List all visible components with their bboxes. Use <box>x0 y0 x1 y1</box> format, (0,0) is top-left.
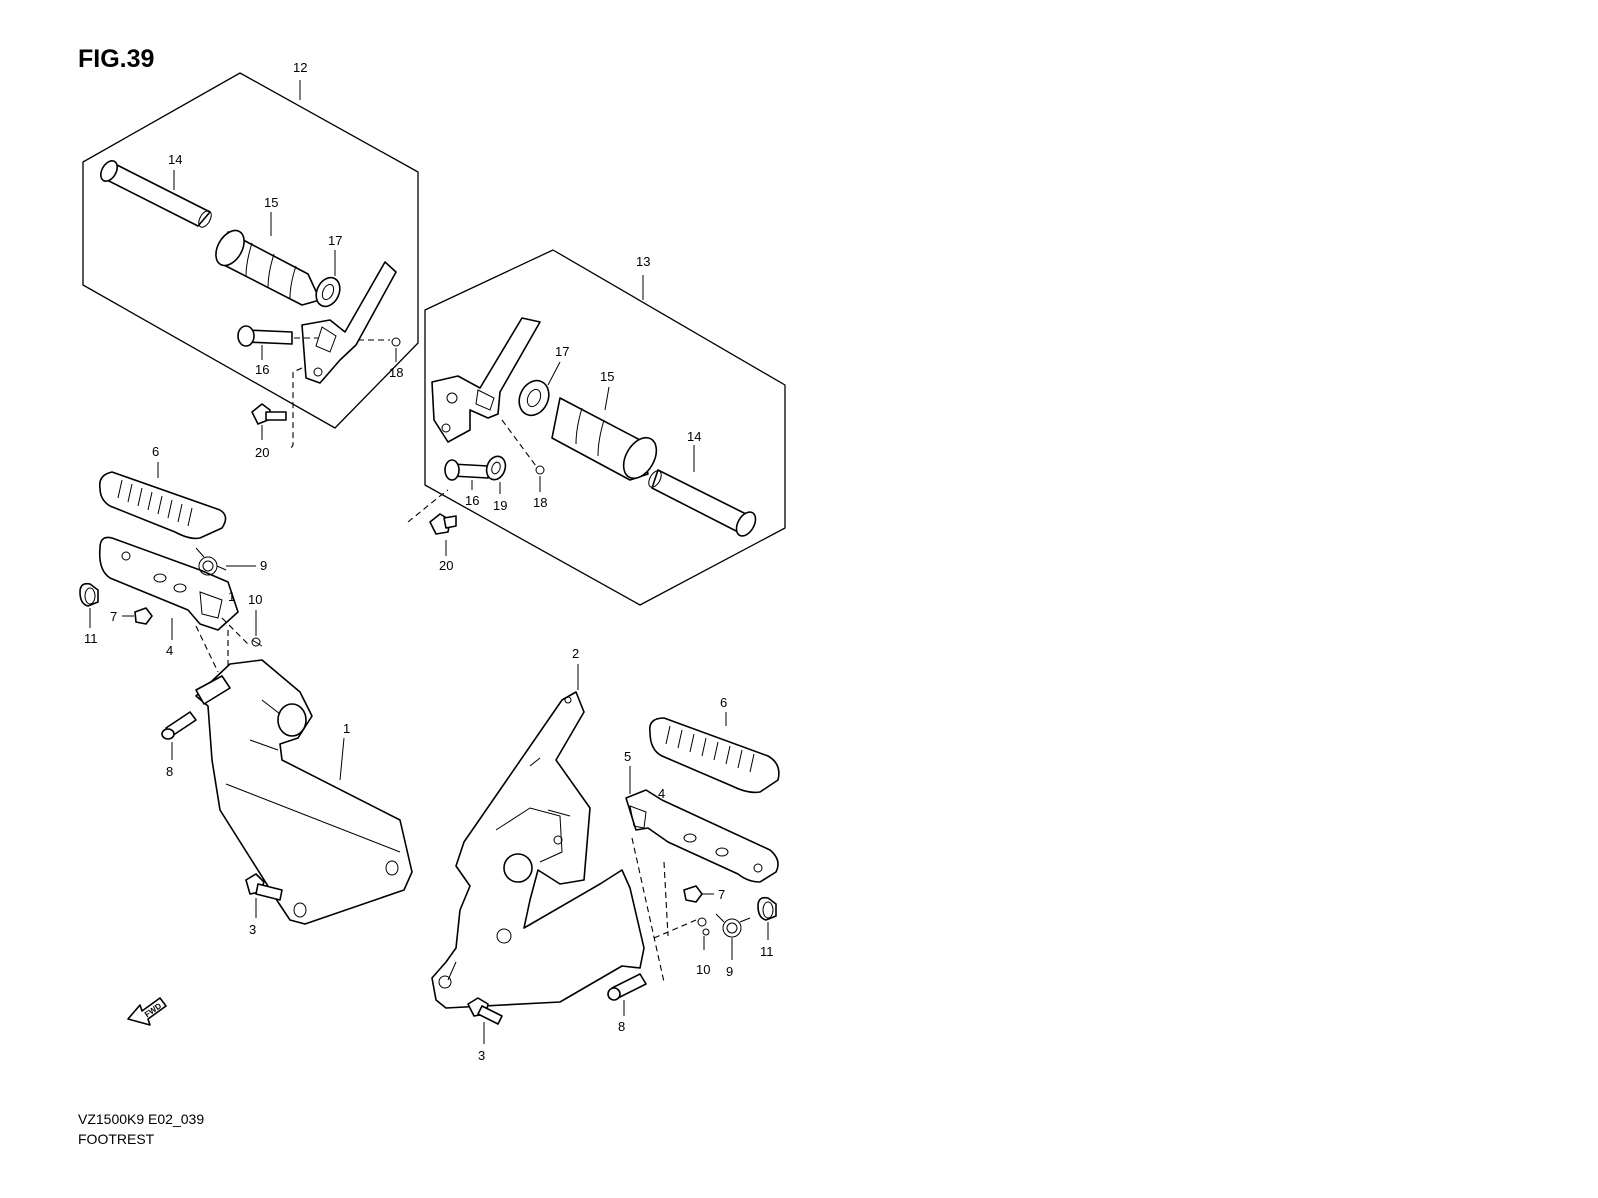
bolt-20a: 20 <box>251 367 303 460</box>
footrest-bracket-1: 1 <box>195 659 413 925</box>
callout-19: 19 <box>493 498 507 513</box>
clevis-pin-16b: 16 <box>444 459 489 508</box>
footrest-rubber-15a: 15 <box>215 195 321 306</box>
clevis-pin-8a: 8 <box>161 711 197 779</box>
clevis-pin-16a: 16 <box>237 325 318 377</box>
nut-7b: 7 <box>683 885 725 903</box>
callout-15a: 15 <box>264 195 278 210</box>
callout-14a: 14 <box>168 152 182 167</box>
bolt-3a: 3 <box>245 873 283 937</box>
callout-3b: 3 <box>478 1048 485 1063</box>
callout-13: 13 <box>636 254 650 269</box>
callout-16a: 16 <box>255 362 269 377</box>
figure-title: FIG.39 <box>78 45 154 73</box>
footrest-pin-14b: 14 <box>648 429 757 537</box>
callout-6a: 6 <box>152 444 159 459</box>
callout-7a: 7 <box>110 609 117 624</box>
footrest-bracket-2: 2 <box>431 646 645 1009</box>
footrest-bracket-13 <box>431 317 541 443</box>
callout-5: 5 <box>624 749 631 764</box>
callout-20a: 20 <box>255 445 269 460</box>
callout-8a: 8 <box>166 764 173 779</box>
callout-4-small: 4 <box>658 786 665 801</box>
callout-14b: 14 <box>687 429 701 444</box>
nut-7a: 7 <box>110 607 153 625</box>
assembly-box-13: 13 <box>424 249 786 606</box>
callout-15b: 15 <box>600 369 614 384</box>
callout-17a: 17 <box>328 233 342 248</box>
fwd-arrow-icon: FWD <box>127 997 167 1026</box>
callout-3a: 3 <box>249 922 256 937</box>
callout-20b: 20 <box>439 558 453 573</box>
clip-18a: 18 <box>358 337 403 380</box>
footrest-rubber-15b: 15 <box>551 369 658 481</box>
pin-10b: 10 <box>696 917 710 977</box>
callout-10b: 10 <box>696 962 710 977</box>
clip-18b: 18 <box>501 419 547 510</box>
assembly-box-12: 12 <box>82 60 419 429</box>
washer-17b: 17 <box>518 344 569 417</box>
bolt-20b: 20 <box>407 489 457 573</box>
footrest-bracket-12 <box>301 261 397 384</box>
footrest-pad-6b: 6 <box>648 695 780 794</box>
callout-11a: 11 <box>84 631 98 646</box>
callout-1-small: 1 <box>228 589 235 604</box>
callout-8b: 8 <box>618 1019 625 1034</box>
stopper-11b: 11 <box>757 896 777 959</box>
callout-18a: 18 <box>389 365 403 380</box>
callout-1: 1 <box>343 721 350 736</box>
callout-6b: 6 <box>720 695 727 710</box>
spring-9a: 9 <box>195 547 267 576</box>
footrest-arm-4: 4 <box>98 536 239 658</box>
washer-17a: 17 <box>315 233 342 308</box>
diagram-name: FOOTREST <box>78 1131 155 1147</box>
callout-17b: 17 <box>555 344 569 359</box>
callout-16b: 16 <box>465 493 479 508</box>
footrest-pad-6a: 6 <box>98 444 227 540</box>
callout-18b: 18 <box>533 495 547 510</box>
bolt-3b: 3 <box>467 997 503 1063</box>
callout-10a: 10 <box>248 592 262 607</box>
callout-9a: 9 <box>260 558 267 573</box>
diagram-code: VZ1500K9 E02_039 <box>78 1111 204 1127</box>
callout-12: 12 <box>293 60 307 75</box>
spring-9b: 9 <box>715 913 751 979</box>
footrest-pin-14a: 14 <box>100 152 212 228</box>
callout-9b: 9 <box>726 964 733 979</box>
callout-2: 2 <box>572 646 579 661</box>
callout-4: 4 <box>166 643 173 658</box>
pin-10a: 10 <box>248 592 262 647</box>
callout-7b: 7 <box>718 887 725 902</box>
footrest-arm-5: 5 <box>624 749 779 883</box>
callout-11b: 11 <box>760 944 774 959</box>
clevis-pin-8b: 8 <box>607 973 647 1034</box>
washer-19: 19 <box>485 455 507 513</box>
stopper-11a: 11 <box>79 582 99 646</box>
